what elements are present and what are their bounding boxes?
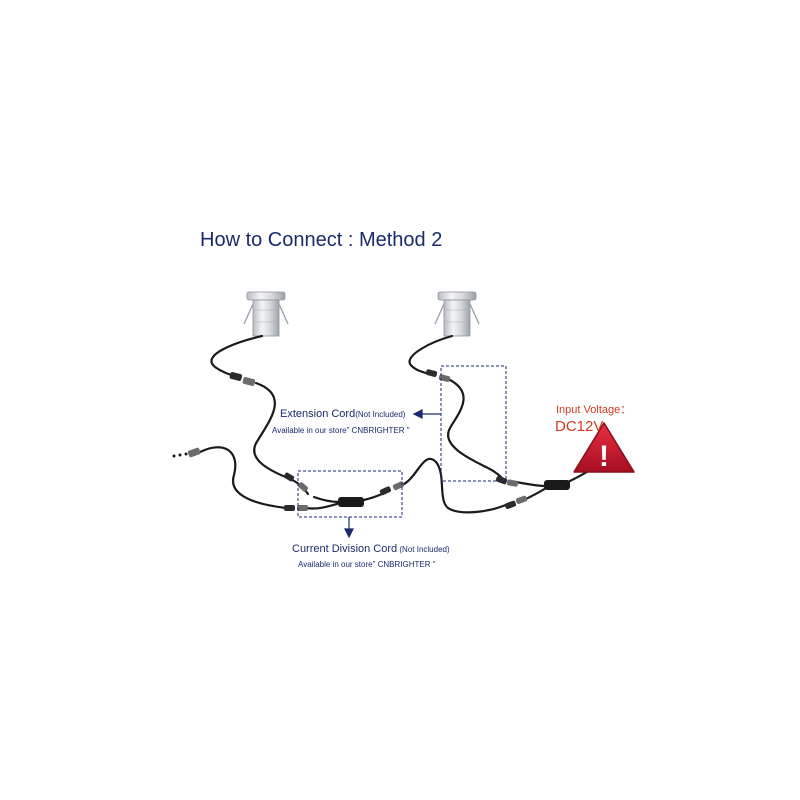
input-voltage-value: DC12V [555,418,604,435]
division-cord-name: Current Division Cord [292,543,398,555]
division-cord-note: (Not Included) [397,545,450,554]
extension-cord-label: Extension Cord(Not Included) [280,408,405,420]
connectors [187,369,528,511]
extension-cord-store: Available in our store" CNBRIGHTER " [272,426,410,435]
extension-cord-name: Extension Cord [280,408,356,420]
division-splitter [338,497,364,507]
continuation-dots [172,452,188,458]
downlight-icon [243,291,289,337]
downlight-icon [434,291,480,337]
extension-cord-box [440,365,507,482]
page-title: How to Connect : Method 2 [200,229,443,251]
extension-cord-note: (Not Included) [355,410,406,419]
warning-triangle-icon: ! [573,422,635,473]
power-splitter [544,480,570,490]
arrow-icon [412,409,441,419]
division-cord-store: Available in our store" CNBRIGHTER " [298,560,436,569]
warning-symbol: ! [599,440,609,473]
division-cord-label: Current Division Cord (Not Included) [292,543,450,555]
division-cord-box [297,470,403,518]
arrow-icon [344,517,354,539]
cables [198,334,592,514]
input-voltage-label: Input Voltage： [556,404,632,416]
